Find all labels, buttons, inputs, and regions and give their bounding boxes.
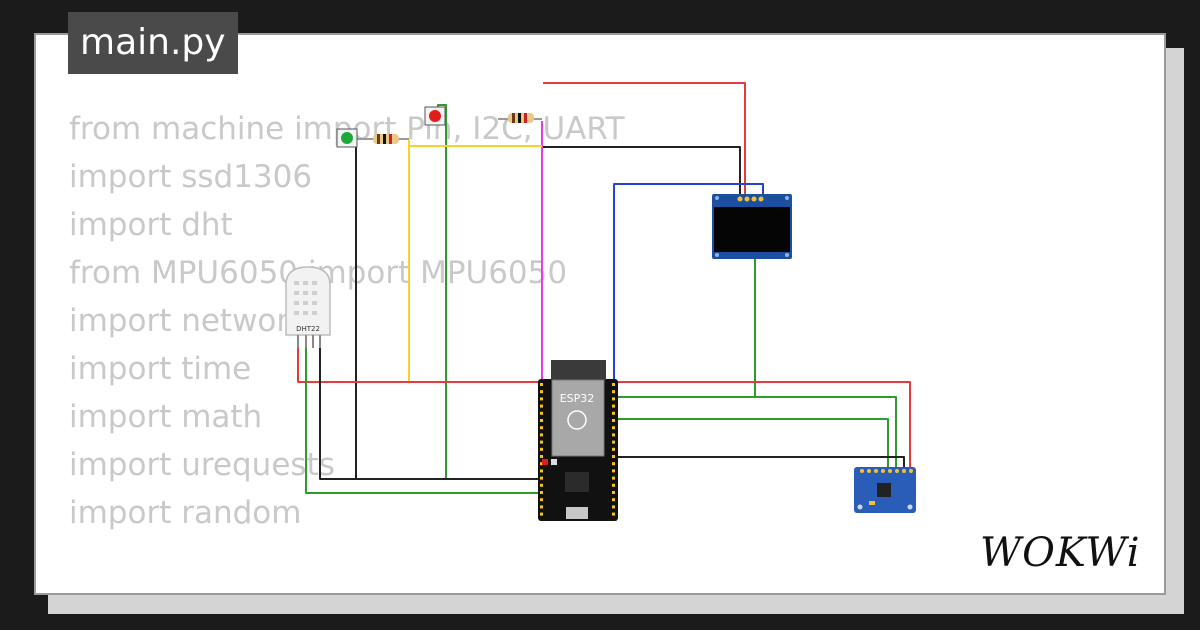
red-button <box>424 106 446 126</box>
mpu6050-module <box>854 467 916 513</box>
wire-blue-oled <box>613 183 764 380</box>
header-pin <box>612 491 615 494</box>
header-pin <box>612 462 615 466</box>
header-pin <box>612 404 615 408</box>
svg-text:WOKWi: WOKWi <box>980 530 1141 576</box>
header-pin <box>612 476 615 480</box>
esp32-label: ESP32 <box>560 392 595 405</box>
header-pin <box>612 433 615 437</box>
header-pin <box>612 397 615 401</box>
header-pin <box>540 426 543 430</box>
wire-green-mpu-1 <box>618 396 897 467</box>
header-pin <box>540 404 543 408</box>
header-pin <box>612 419 615 422</box>
header-pin <box>612 505 615 509</box>
wire-black-mpu <box>618 456 905 467</box>
wire-yellow <box>408 140 542 383</box>
dht22-sensor: DHT22 <box>285 266 331 348</box>
circuit-diagram: DHT22 ESP32 <box>285 82 916 521</box>
wire-green-dht <box>305 348 618 494</box>
header-pin <box>540 498 543 502</box>
header-pin <box>612 498 615 502</box>
green-button <box>336 128 358 148</box>
header-pin <box>540 383 543 386</box>
code-line: from machine import Pin, I2C, UART <box>69 111 625 147</box>
wire-red-mpu <box>618 381 911 467</box>
code-line: import ssd1306 <box>69 159 313 195</box>
resistor-left <box>356 134 409 144</box>
header-pin <box>540 483 543 487</box>
header-pin <box>540 469 543 473</box>
esp32-board: ESP32 <box>538 360 618 521</box>
wire-green-mpu-2 <box>618 418 889 467</box>
resistor-top <box>498 113 542 123</box>
code-preview: from machine import Pin, I2C, UART import… <box>69 105 625 593</box>
header-pin <box>540 505 543 509</box>
wire-red-oled <box>543 82 746 196</box>
header-pin <box>540 447 543 451</box>
code-line: # To Connect <box>69 585 625 593</box>
header-pin <box>612 390 615 394</box>
header-pin <box>612 455 615 458</box>
header-pin <box>612 469 615 473</box>
header-pin <box>540 440 543 444</box>
wire-black-button <box>355 140 539 480</box>
header-pin <box>612 411 615 415</box>
header-pin <box>540 512 543 516</box>
code-line: import random <box>69 495 302 531</box>
header-pin <box>540 462 543 466</box>
header-pin <box>540 419 543 422</box>
wire-green-button <box>429 104 539 480</box>
header-pin <box>540 397 543 401</box>
header-pin <box>540 411 543 415</box>
project-card: from machine import Pin, I2C, UART import… <box>34 33 1166 595</box>
wire-red-dht <box>297 348 540 383</box>
file-tab[interactable]: main.py <box>68 12 238 74</box>
code-line: import urequests <box>69 447 335 483</box>
oled-display <box>712 194 792 259</box>
header-pin <box>612 447 615 451</box>
header-pin <box>540 476 543 480</box>
wokwi-logo: WOKWi <box>980 530 1141 576</box>
header-pin <box>612 383 615 386</box>
dht22-label: DHT22 <box>296 325 320 333</box>
header-pin <box>612 483 615 487</box>
header-pin <box>540 390 543 394</box>
header-pin <box>540 455 543 458</box>
wire-green-oled <box>618 259 756 398</box>
wire-black-oled <box>543 146 741 196</box>
header-pin <box>612 512 615 516</box>
header-pin <box>612 440 615 444</box>
wire-black-dht <box>319 348 539 480</box>
code-line: import time <box>69 351 252 387</box>
code-line: import dht <box>69 207 233 243</box>
header-pin <box>540 433 543 437</box>
code-line: import math <box>69 399 263 435</box>
header-pin <box>540 491 543 494</box>
header-pin <box>612 426 615 430</box>
